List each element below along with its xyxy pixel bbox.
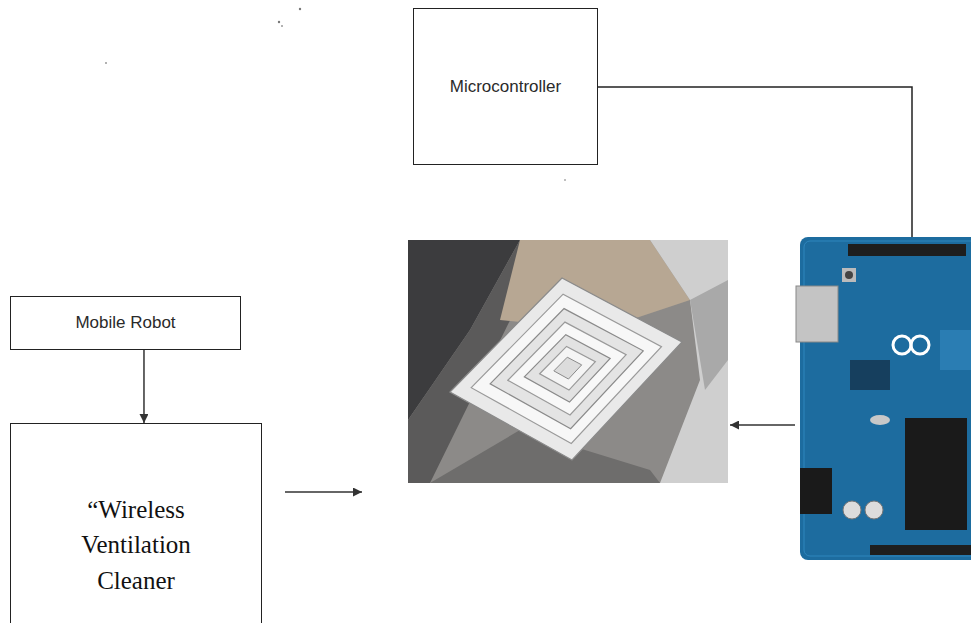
wire-line [598,87,912,237]
box-label: Mobile Robot [75,312,175,333]
robot-box: Mobile Robot [10,296,241,350]
box-label: “Wireless Ventilation Cleaner [61,492,211,599]
flow-arrow [143,350,145,423]
scan-mark [564,179,566,181]
box-label: Microcontroller [450,76,561,97]
vent-photo [408,240,728,483]
cleaner-box: “Wireless Ventilation Cleaner [10,423,262,623]
arduino-board [796,237,971,560]
scan-mark [299,8,301,10]
pointer-arrow [285,491,362,493]
pointer-arrow [730,424,795,426]
scan-mark [281,25,283,27]
controller-box: Microcontroller [413,8,598,165]
scan-mark [105,62,107,64]
scan-mark [278,21,280,23]
